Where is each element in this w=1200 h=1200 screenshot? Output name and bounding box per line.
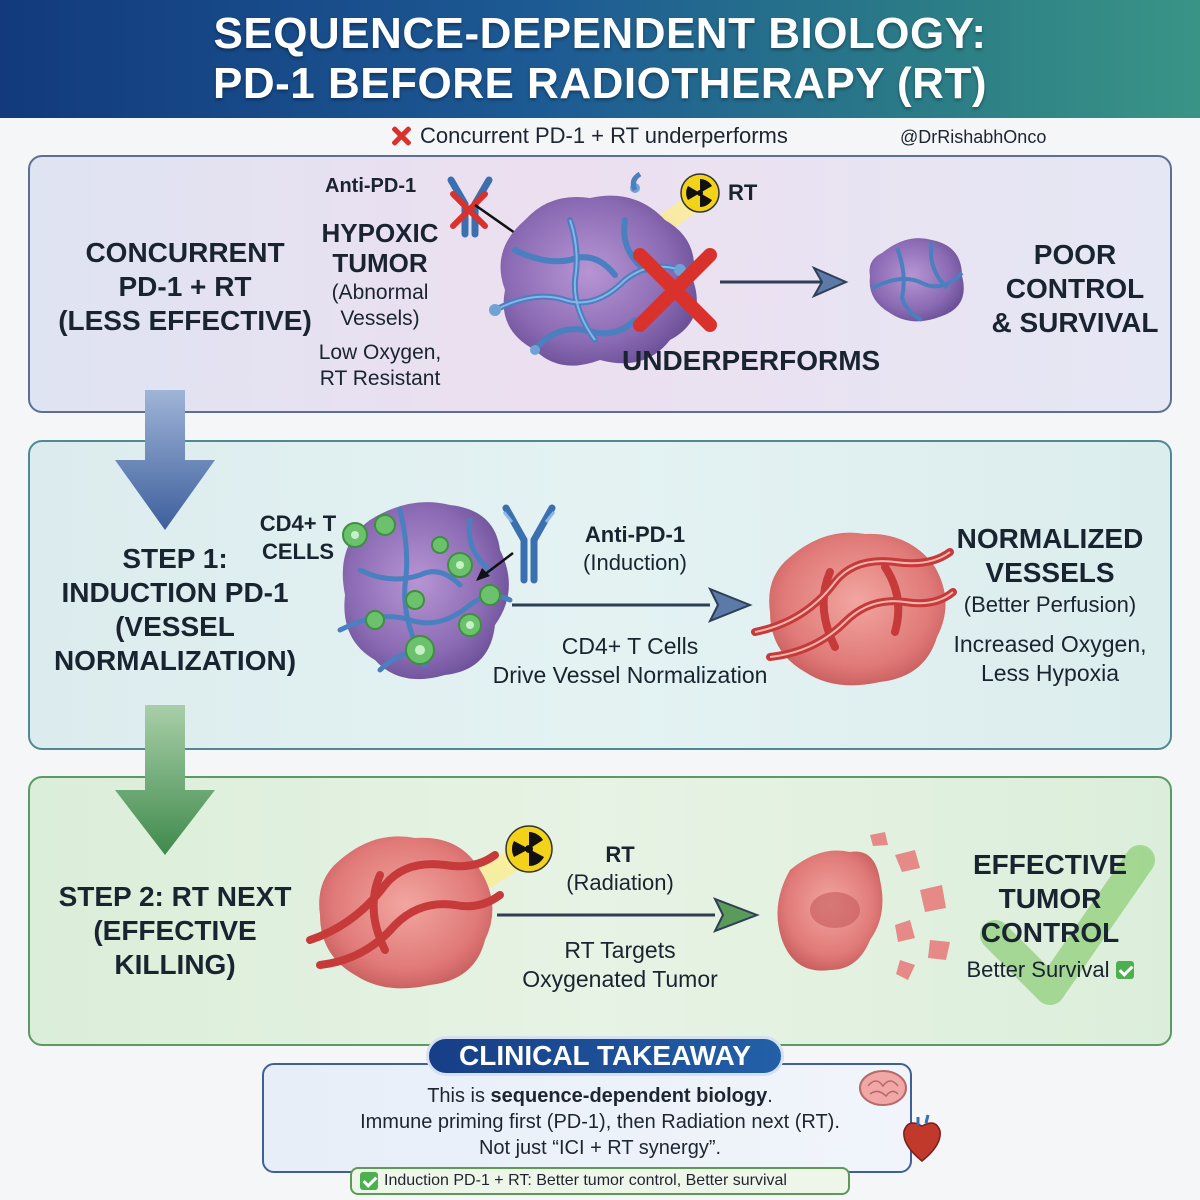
better-survival: Better Survival	[945, 957, 1155, 983]
takeaway-line3: Not just “ICI + RT synergy”.	[478, 1137, 722, 1159]
cd4-pointer-arrow	[476, 552, 514, 581]
panel1-outcome: POOR CONTROL & SURVIVAL	[991, 239, 1159, 338]
panel3-label: STEP 2: RT NEXT (EFFECTIVE KILLING)	[58, 881, 292, 980]
takeaway-footer: Induction PD-1 + RT: Better tumor contro…	[350, 1167, 850, 1195]
panel3-rt-label: RT	[605, 842, 635, 867]
footer-check-icon	[360, 1172, 378, 1190]
hypoxic-tumor-desc: Low Oxygen, RT Resistant	[318, 341, 442, 390]
brain-icon	[859, 1070, 907, 1106]
induction-sub-label: (Induction)	[583, 550, 687, 575]
normalized-vessels-sub: (Better Perfusion)	[963, 592, 1137, 617]
normalized-tumor	[751, 532, 957, 686]
panel2-arrow-caption: CD4+ T Cells Drive Vessel Normalization	[492, 633, 768, 688]
page-title-line2: PD-1 BEFORE RADIOTHERAPY (RT)	[213, 59, 987, 108]
tumor-with-cd4-cells	[337, 502, 513, 680]
small-hypoxic-tumor	[869, 238, 964, 322]
antibody-icon	[502, 504, 556, 584]
panel3-arrow	[497, 897, 760, 933]
author-handle: @DrRishabhOnco	[900, 127, 1047, 147]
rt-label: RT	[728, 180, 758, 205]
panel1-label: CONCURRENT PD-1 + RT (LESS EFFECTIVE)	[58, 237, 312, 336]
page-title-line1: SEQUENCE-DEPENDENT BIOLOGY:	[213, 9, 987, 58]
radiation-icon	[680, 173, 720, 213]
hypoxic-tumor-sub: (Abnormal Vessels)	[331, 281, 429, 330]
takeaway-line2: Immune priming first (PD-1), then Radiat…	[360, 1111, 840, 1133]
antibody-crossed-icon	[447, 176, 493, 238]
radiation-sub-label: (Radiation)	[566, 870, 674, 895]
effective-control-title: EFFECTIVE TUMOR CONTROL	[972, 849, 1127, 948]
success-check-icon	[980, 845, 1155, 1005]
underperforms-label: UNDERPERFORMS	[622, 345, 881, 376]
takeaway-title: CLINICAL TAKEAWAY	[426, 1036, 784, 1076]
concurrent-warning: Concurrent PD-1 + RT underperforms	[390, 120, 788, 152]
cd4-label: CD4+ T CELLS	[259, 511, 337, 564]
panel-induction	[28, 440, 1172, 750]
takeaway-text: This is sequence-dependent biology. Immu…	[300, 1083, 900, 1161]
underperforms-cross-icon	[633, 248, 717, 332]
takeaway-box	[262, 1063, 912, 1173]
normalized-vessels-desc: Increased Oxygen, Less Hypoxia	[953, 631, 1147, 686]
panel3-arrow-caption: RT Targets Oxygenated Tumor	[522, 937, 718, 992]
concurrent-warning-text: Concurrent PD-1 + RT underperforms	[420, 123, 788, 148]
panel1-arrow	[720, 265, 849, 299]
better-survival-text: Better Survival	[966, 957, 1110, 982]
panel2-label: STEP 1: INDUCTION PD-1 (VESSEL NORMALIZA…	[53, 543, 297, 676]
normalized-vessels-title: NORMALIZED VESSELS	[956, 523, 1144, 588]
hypoxic-tumor-title: HYPOXIC TUMOR	[321, 218, 439, 278]
destroyed-tumor	[777, 832, 950, 980]
takeaway-footer-text: Induction PD-1 + RT: Better tumor contro…	[384, 1172, 787, 1189]
heart-icon	[903, 1114, 941, 1162]
green-check-icon	[1115, 961, 1134, 979]
red-cross-icon	[390, 125, 412, 147]
page-header: SEQUENCE-DEPENDENT BIOLOGY: PD-1 BEFORE …	[0, 0, 1200, 118]
anti-pd1-label: Anti-PD-1	[325, 175, 417, 197]
anti-pd1-induction-label: Anti-PD-1	[584, 522, 686, 547]
takeaway-line1: This is sequence-dependent biology.	[427, 1085, 773, 1107]
radiation-icon-panel3	[505, 825, 553, 873]
panel2-arrow	[512, 587, 753, 623]
